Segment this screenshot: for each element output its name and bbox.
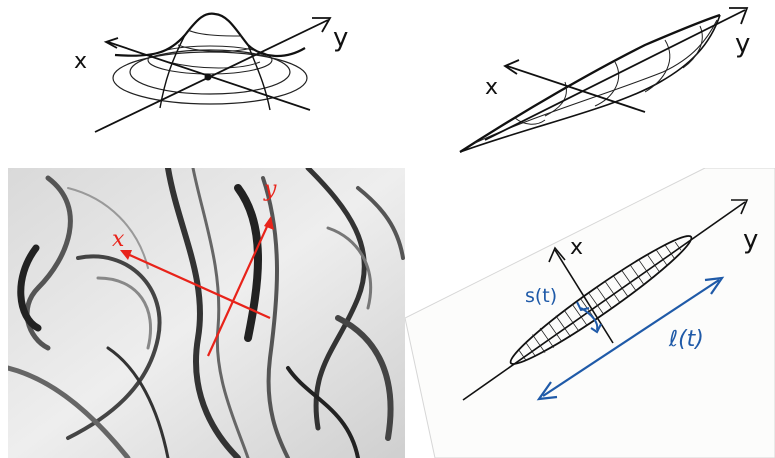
spindle-lower-edge <box>459 14 721 153</box>
x-axis-arrowhead <box>548 246 566 263</box>
rib-3 <box>594 61 620 107</box>
x-label: x <box>485 75 498 100</box>
spindle-upper-edge <box>459 13 721 153</box>
flow-photo-svg: x y <box>8 168 405 458</box>
bump-right-flank <box>247 44 271 111</box>
bump-section-3 <box>167 61 261 69</box>
y-label: y <box>333 23 348 53</box>
spindle-mid-contour <box>474 19 718 144</box>
y-axis-arrowhead <box>731 199 749 215</box>
hatched-ellipse <box>509 235 693 365</box>
length-arrow <box>542 279 720 397</box>
contour-outer <box>112 51 308 105</box>
x-axis-arrowhead <box>503 59 520 75</box>
rib-5 <box>682 25 703 69</box>
rib-1 <box>514 117 546 125</box>
x-label: x <box>112 227 125 252</box>
x-axis-arrowhead <box>120 250 132 260</box>
length-arrowhead-end <box>704 276 725 295</box>
y-axis-arrowhead <box>264 216 274 230</box>
y-axis-line <box>94 19 329 133</box>
flow-photo: x y <box>8 168 405 458</box>
y-label: y <box>735 29 750 59</box>
bump-section-2 <box>177 44 253 52</box>
y-axis-arrowhead <box>729 7 749 25</box>
x-axis-arrowhead <box>103 37 119 49</box>
y-axis-line <box>206 219 272 357</box>
x-label: x <box>74 49 87 74</box>
length-arrowhead-start <box>536 381 558 401</box>
hatched-ellipse-sketch-svg: x y s(t) ℓ(t) <box>405 168 775 458</box>
bump-profile <box>114 12 306 58</box>
stretched-sketch-svg: x y <box>459 7 750 153</box>
bump-section-1 <box>187 29 243 37</box>
y-axis-line <box>484 9 746 141</box>
x-axis-line <box>122 250 271 320</box>
contour-inner <box>147 45 273 75</box>
y-label: y <box>263 177 277 202</box>
paper-sheet <box>405 168 775 458</box>
contour-mid <box>129 49 291 95</box>
x-axis-line <box>506 65 646 113</box>
stretched-sketch: x y <box>445 0 775 160</box>
x-label: x <box>570 235 583 260</box>
width-arrowhead-start <box>576 301 590 312</box>
hatched-ellipse-sketch: x y s(t) ℓ(t) <box>405 168 775 458</box>
gaussian-sketch: x y <box>60 0 370 145</box>
length-label: ℓ(t) <box>668 327 704 352</box>
y-axis-arrowhead <box>312 17 332 33</box>
width-label: s(t) <box>525 285 557 307</box>
flow-filaments <box>8 168 405 458</box>
x-axis-line <box>554 249 614 344</box>
gaussian-sketch-svg: x y <box>74 12 348 133</box>
width-arrowhead-end <box>590 323 602 334</box>
y-label: y <box>743 225 758 255</box>
center-point <box>204 73 212 81</box>
rib-4 <box>644 39 671 93</box>
y-axis-line <box>462 201 746 401</box>
